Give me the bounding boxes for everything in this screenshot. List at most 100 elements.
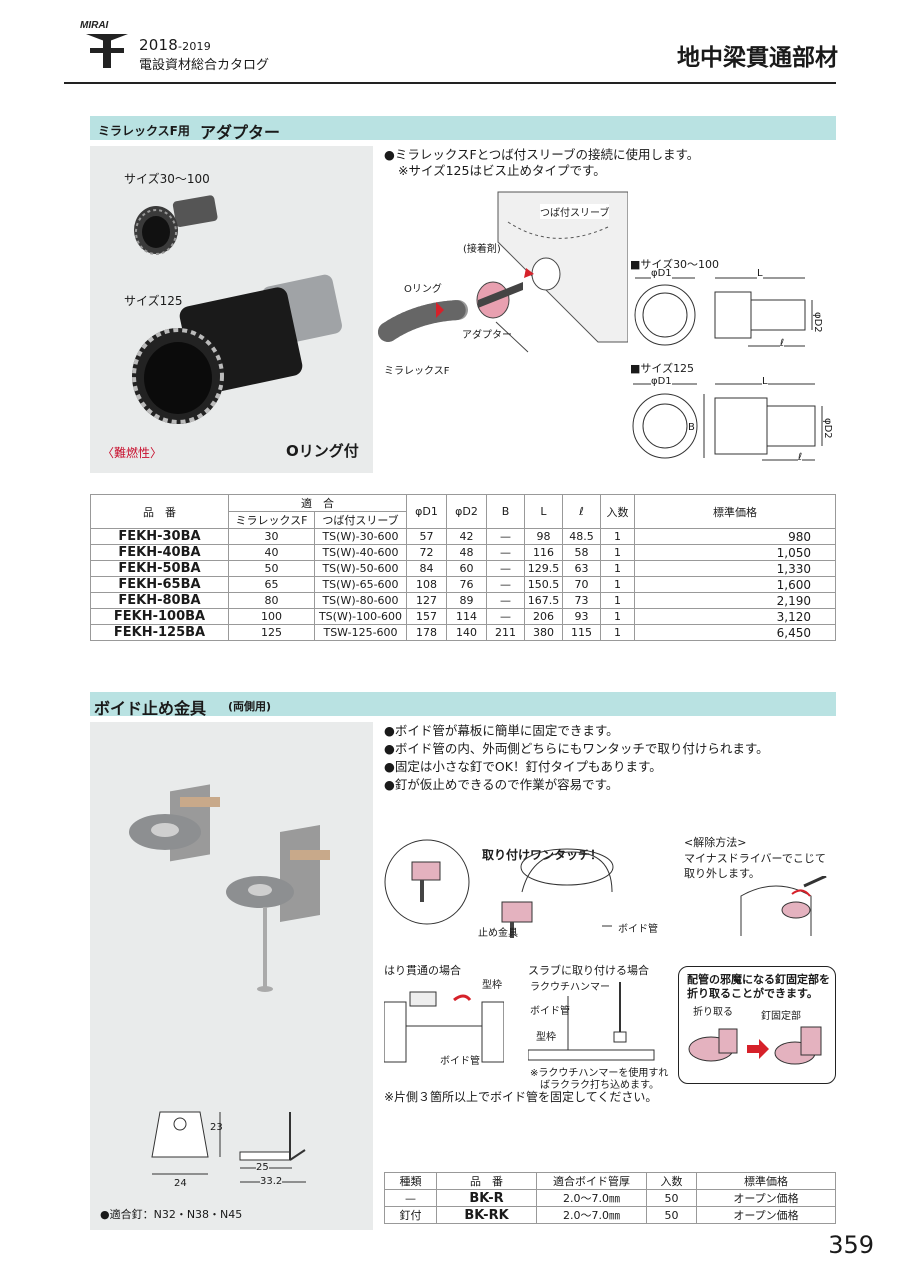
th-qty: 入数 xyxy=(600,494,635,529)
slab-label-form: 型枠 xyxy=(536,1032,556,1043)
th-price: 標準価格 xyxy=(634,494,836,529)
cell-d2: 140 xyxy=(446,624,487,641)
cell-kind: 釘付 xyxy=(384,1206,437,1224)
cell-a: 50 xyxy=(228,560,315,577)
release-text-1: マイナスドライバーでこじて xyxy=(684,852,826,865)
cell-price: オープン価格 xyxy=(696,1206,836,1224)
beam-title: はり貫通の場合 xyxy=(384,964,461,977)
cell-b: TSW-125-600 xyxy=(314,624,407,641)
release-title: <解除方法> xyxy=(684,836,747,849)
cell-l: 115 xyxy=(562,624,601,641)
slab-note-1: ※ラクウチハンマーを使用すれ xyxy=(530,1068,669,1079)
catalog-year: 2018-2019 xyxy=(139,36,211,54)
cell-code: FEKH-40BA xyxy=(90,544,229,561)
cell-q: 1 xyxy=(600,560,635,577)
cell-d1: 178 xyxy=(406,624,447,641)
slab-title: スラブに取り付ける場合 xyxy=(528,964,649,977)
cell-code: BK-RK xyxy=(436,1206,537,1224)
cell-price: オープン価格 xyxy=(696,1189,836,1207)
void-dimension-drawing xyxy=(151,1111,306,1183)
header-divider xyxy=(64,82,836,84)
cell-q: 1 xyxy=(600,576,635,593)
cell-code: FEKH-30BA xyxy=(90,528,229,545)
adapter-photo: サイズ30～100 サイズ125 〈難燃性〉 Oリング付 xyxy=(90,146,373,473)
cell-d1: 127 xyxy=(406,592,447,609)
cell-L: 98 xyxy=(524,528,563,545)
cell-l: 73 xyxy=(562,592,601,609)
adapter-large-image xyxy=(132,274,342,424)
diagram-label-sleeve: つば付スリーブ xyxy=(540,204,610,219)
dim-d1-large: φD1 xyxy=(651,376,672,387)
dim-L-large: L xyxy=(762,376,768,387)
cell-d2: 48 xyxy=(446,544,487,561)
adapter-small-image xyxy=(134,195,218,255)
cell-code: FEKH-125BA xyxy=(90,624,229,641)
dim-height: 23 xyxy=(210,1122,223,1133)
th-L: L xyxy=(524,494,563,529)
cell-a: 80 xyxy=(228,592,315,609)
cell-price: 6,450 xyxy=(634,624,836,641)
th-fit-a: ミラレックスF xyxy=(228,511,315,529)
band-subtitle: (両側用) xyxy=(228,700,272,713)
install-diagram xyxy=(384,839,614,938)
beam-label-pipe: ボイド管 xyxy=(440,1056,480,1067)
install-label-pipe: ボイド管 xyxy=(618,924,658,935)
cell-a: 30 xyxy=(228,528,315,545)
cell-q: 1 xyxy=(600,528,635,545)
th-thickness: 適合ボイド管厚 xyxy=(536,1172,647,1190)
cell-l: 70 xyxy=(562,576,601,593)
dim-L-small: L xyxy=(757,268,763,279)
release-diagram xyxy=(740,876,827,936)
th-fit-b: つば付スリーブ xyxy=(314,511,407,529)
cell-bb: — xyxy=(486,544,525,561)
cell-d1: 72 xyxy=(406,544,447,561)
diagram-label-adhesive: (接着剤) xyxy=(463,244,501,255)
cell-L: 167.5 xyxy=(524,592,563,609)
void-caution: ※片側３箇所以上でボイド管を固定してください。 xyxy=(384,1090,658,1104)
cell-price: 1,330 xyxy=(634,560,836,577)
slab-note-2: ばラクラク打ち込めます。 xyxy=(540,1080,659,1091)
void-photo: 23 24 25 33.2 ●適合釘：N32・N38・N45 xyxy=(90,722,373,1230)
dimension-drawing-small xyxy=(634,277,813,347)
cell-bb: — xyxy=(486,528,525,545)
section-band-void: ボイド止め金具 (両側用) xyxy=(90,692,836,718)
diagram-label-mirarex: ミラレックスF xyxy=(384,366,450,377)
cell-bb: — xyxy=(486,560,525,577)
dim-B-large: B xyxy=(688,422,695,433)
beam-label-form: 型枠 xyxy=(482,980,502,991)
section-band-adapter: ミラレックスF用 アダプター xyxy=(90,116,836,142)
th-fit: 適 合 xyxy=(228,494,407,512)
cell-L: 129.5 xyxy=(524,560,563,577)
cell-code: BK-R xyxy=(436,1189,537,1207)
slab-label-pipe: ボイド管 xyxy=(530,1006,570,1017)
cell-a: 65 xyxy=(228,576,315,593)
adapter-install-diagram xyxy=(378,191,628,353)
cell-d2: 42 xyxy=(446,528,487,545)
cell-d1: 108 xyxy=(406,576,447,593)
th-b: B xyxy=(486,494,525,529)
cell-price: 2,190 xyxy=(634,592,836,609)
cell-qty: 50 xyxy=(646,1206,697,1224)
band-subtitle: ミラレックスF用 xyxy=(98,124,190,138)
cell-a: 100 xyxy=(228,608,315,625)
cell-thickness: 2.0～7.0㎜ xyxy=(536,1189,647,1207)
cell-q: 1 xyxy=(600,592,635,609)
cell-q: 1 xyxy=(600,624,635,641)
cell-b: TS(W)-30-600 xyxy=(314,528,407,545)
breakoff-box: 配管の邪魔になる釘固定部を 折り取ることができます。 折り取る 釘固定部 xyxy=(678,966,836,1084)
void-bullet-3: ●固定は小さな釘でOK！釘付タイプもあります。 xyxy=(384,759,662,774)
breakoff-title-1: 配管の邪魔になる釘固定部を xyxy=(687,973,830,986)
slab-diagram xyxy=(528,982,655,1061)
dim-l-large: ℓ xyxy=(798,452,803,463)
cell-l: 63 xyxy=(562,560,601,577)
cell-d1: 84 xyxy=(406,560,447,577)
breakoff-diagram xyxy=(688,1026,822,1065)
cell-price: 3,120 xyxy=(634,608,836,625)
th-price: 標準価格 xyxy=(696,1172,836,1190)
